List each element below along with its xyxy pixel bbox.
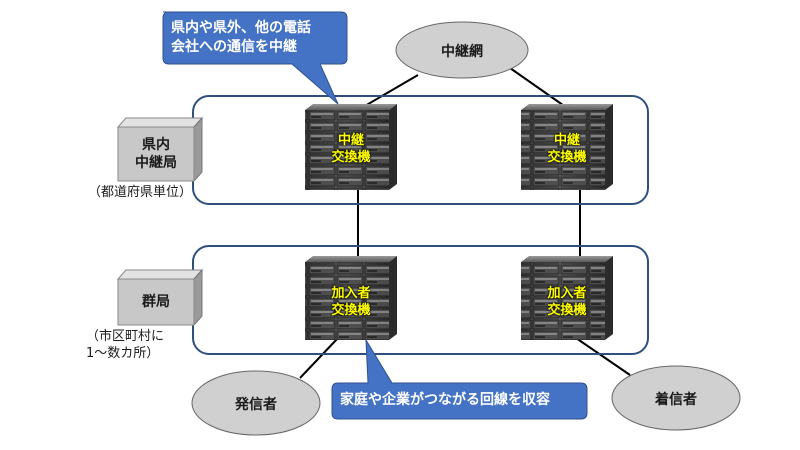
prefectural-station-note: （都道府県単位） bbox=[88, 185, 193, 200]
relay-switch-right-line2: 交換機 bbox=[547, 150, 587, 165]
callee-label: 着信者 bbox=[655, 392, 697, 408]
relay-switch-right-label: 中継 交換機 bbox=[529, 132, 605, 166]
caller-label: 発信者 bbox=[235, 397, 277, 413]
prefectural-station-line2: 中継局 bbox=[135, 155, 177, 171]
callout-relay-line1: 県内や県外、他の電話 bbox=[171, 20, 311, 36]
group-station-note: （市区町村に 1〜数カ所） bbox=[86, 328, 196, 362]
subscriber-switch-left-line2: 交換機 bbox=[331, 303, 371, 318]
caller-node bbox=[191, 370, 321, 436]
subscriber-switch-left-line1: 加入者 bbox=[331, 286, 371, 301]
group-station-box bbox=[116, 268, 204, 327]
relay-switch-right-line1: 中継 bbox=[553, 133, 580, 148]
callout-subscriber-text: 家庭や企業がつながる回線を収容 bbox=[340, 392, 550, 408]
subscriber-switch-right-line2: 交換機 bbox=[547, 303, 587, 318]
relay-switch-left-line1: 中継 bbox=[337, 133, 364, 148]
subscriber-switch-right bbox=[521, 256, 613, 340]
prefectural-station-box bbox=[116, 116, 204, 183]
subscriber-switch-left bbox=[305, 256, 397, 340]
callout-relay-text: 県内や県外、他の電話 会社への通信を中継 bbox=[171, 19, 343, 57]
relay-switch-left-line2: 交換機 bbox=[331, 150, 371, 165]
callout-relay-line2: 会社への通信を中継 bbox=[171, 39, 297, 55]
group-station-note-line1: （市区町村に bbox=[86, 329, 165, 344]
subscriber-switch-right-label: 加入者 交換機 bbox=[529, 285, 605, 319]
link-trunk-right bbox=[509, 67, 571, 111]
relay-switch-left-label: 中継 交換機 bbox=[313, 132, 389, 166]
prefectural-station-line1: 県内 bbox=[142, 137, 170, 153]
relay-switch-right bbox=[521, 104, 613, 190]
callout-relay bbox=[162, 11, 348, 105]
prefectural-station-label: 県内 中継局 bbox=[118, 136, 194, 172]
subscriber-switch-right-line1: 加入者 bbox=[547, 286, 587, 301]
trunk-network-node bbox=[395, 21, 529, 79]
link-callee bbox=[575, 337, 631, 376]
link-caller bbox=[299, 337, 339, 379]
relay-switch-left bbox=[305, 104, 397, 190]
group-station-note-line2: 1〜数カ所） bbox=[86, 346, 160, 361]
group-station-label: 群局 bbox=[142, 294, 170, 310]
callee-node bbox=[611, 365, 741, 431]
subscriber-switch-left-label: 加入者 交換機 bbox=[313, 285, 389, 319]
callout-subscriber bbox=[331, 339, 588, 420]
trunk-network-label: 中継網 bbox=[441, 44, 483, 60]
